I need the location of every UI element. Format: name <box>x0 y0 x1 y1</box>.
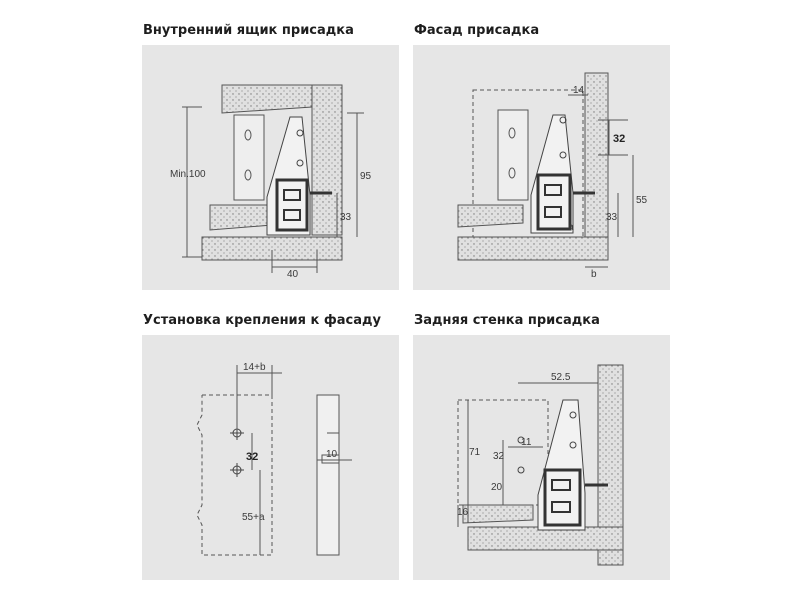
dim-14: 14 <box>573 85 585 96</box>
dim-95: 95 <box>360 171 372 182</box>
dim-32: 32 <box>493 451 505 462</box>
dim-40: 40 <box>287 269 299 280</box>
dim-a: a <box>568 222 574 233</box>
panel-facade: 14 32 55 33 a b <box>413 45 670 290</box>
panel-inner-drawer: Min.100 95 33 40 <box>142 45 399 290</box>
dim-71: 71 <box>469 447 481 458</box>
back-wall-diagram: 52.5 11 32 71 20 16 <box>457 364 624 566</box>
dim-10: 10 <box>326 449 338 460</box>
dim-52-5: 52.5 <box>551 372 571 383</box>
dim-32: 32 <box>246 451 258 463</box>
dim-16: 16 <box>457 507 469 518</box>
dim-14b: 14+b <box>243 362 266 373</box>
inner-drawer-diagram: Min.100 95 33 40 <box>170 84 372 280</box>
panel-4-title: Задняя стенка присадка <box>414 313 600 328</box>
dim-b: b <box>591 269 597 280</box>
dim-55: 55 <box>636 195 648 206</box>
panel-back-wall: 52.5 11 32 71 20 16 <box>413 335 670 580</box>
dim-20: 20 <box>491 482 503 493</box>
dim-55a: 55+a <box>242 512 265 523</box>
dim-33: 33 <box>340 212 352 223</box>
panel-facade-mount: 14+b 32 55+a 10 <box>142 335 399 580</box>
panel-3-title: Установка крепления к фасаду <box>143 313 381 328</box>
panel-1-title: Внутренний ящик присадка <box>143 23 354 38</box>
dim-min100: Min.100 <box>170 169 206 180</box>
dim-32: 32 <box>613 133 625 145</box>
dim-33: 33 <box>606 212 618 223</box>
facade-diagram: 14 32 55 33 a b <box>457 72 648 280</box>
dim-11: 11 <box>521 437 532 448</box>
panel-2-title: Фасад присадка <box>414 23 540 38</box>
facade-mount-diagram: 14+b 32 55+a 10 <box>196 362 352 556</box>
